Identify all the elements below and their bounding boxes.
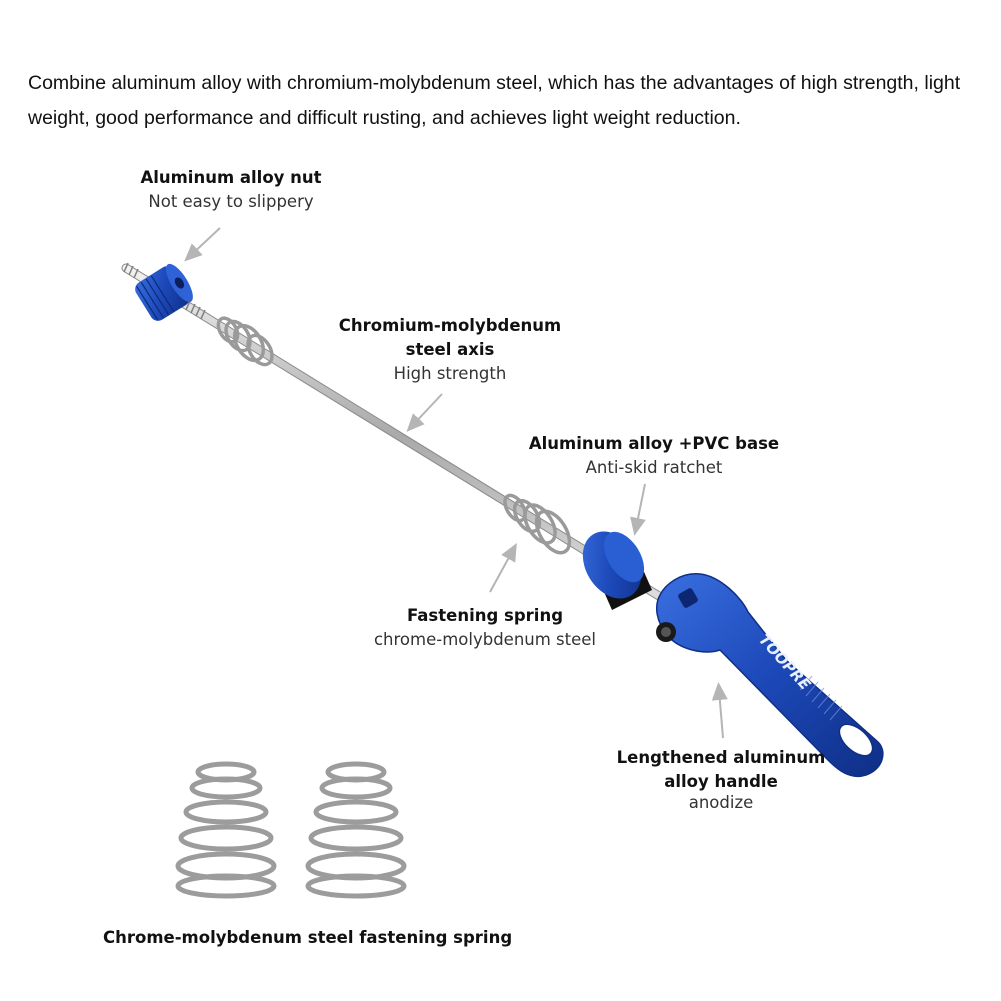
base-callout-title: Aluminum alloy +PVC base <box>528 434 780 453</box>
axis-callout-title-line2: steel axis <box>405 340 495 359</box>
handle-callout-title-line1: Lengthened aluminum <box>616 748 826 767</box>
spring-callout-title: Fastening spring <box>406 606 564 625</box>
axis-callout-title-line1: Chromium-molybdenum <box>338 316 562 335</box>
base-callout: Aluminum alloy +PVC base Anti-skid ratch… <box>528 432 780 480</box>
arrow-nut <box>184 227 221 262</box>
fastening-spring <box>503 493 572 555</box>
handle-callout-subtitle: anodize <box>688 793 754 812</box>
handle-callout: Lengthened aluminum alloy handle anodize <box>612 746 830 812</box>
axis-callout-subtitle: High strength <box>393 364 507 383</box>
pvc-base <box>582 531 652 610</box>
small-spring <box>216 316 274 367</box>
arrow-handle <box>711 682 728 739</box>
aluminum-nut <box>135 263 193 321</box>
spare-spring-left <box>175 761 277 899</box>
handle-callout-title-line2: alloy handle <box>664 772 778 791</box>
arrow-spring <box>489 542 517 593</box>
nut-callout: Aluminum alloy nut Not easy to slippery <box>136 166 326 214</box>
base-callout-subtitle: Anti-skid ratchet <box>585 458 723 477</box>
spring-callout: Fastening spring chrome-molybdenum steel <box>364 604 606 652</box>
axis-callout: Chromium-molybdenum steel axis High stre… <box>334 314 566 386</box>
arrow-base <box>630 483 646 536</box>
arrow-axis <box>406 393 443 432</box>
nut-callout-subtitle: Not easy to slippery <box>148 192 314 211</box>
bottom-caption: Chrome-molybdenum steel fastening spring <box>103 928 513 947</box>
intro-text: Combine aluminum alloy with chromium-mol… <box>28 72 961 129</box>
spare-spring-right <box>305 761 407 899</box>
nut-callout-title: Aluminum alloy nut <box>140 168 322 187</box>
spring-callout-subtitle: chrome-molybdenum steel <box>373 630 597 649</box>
